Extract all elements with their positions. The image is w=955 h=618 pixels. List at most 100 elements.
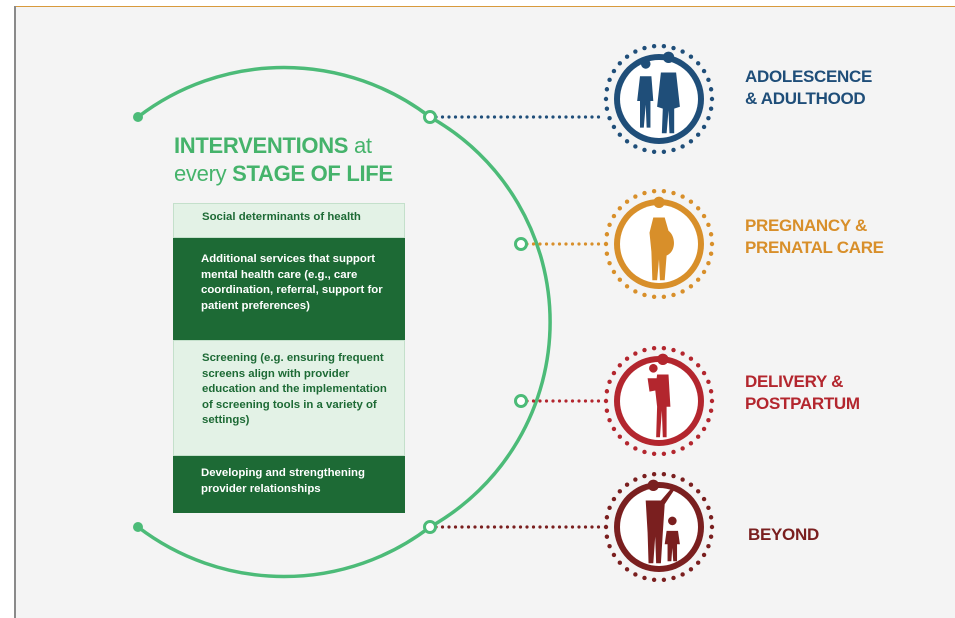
medallion-dot (604, 408, 610, 413)
medallion-dot (607, 260, 612, 266)
medallion-dot (624, 482, 630, 487)
medallion-dot (695, 61, 701, 66)
medallion-dot (708, 515, 714, 520)
intervention-item: Social determinants of health (173, 203, 405, 238)
medallion-dot (603, 241, 609, 247)
medallion-dot (708, 87, 714, 92)
medallion-dot (651, 149, 657, 154)
stage-label-beyond: BEYOND (748, 524, 819, 546)
medallion-dot (671, 45, 676, 51)
medallion-dot (604, 534, 610, 539)
stage-label-pregnancy: PREGNANCY & PRENATAL CARE (745, 215, 884, 259)
medallion-dot (680, 194, 685, 199)
medallion-dot (624, 567, 630, 572)
medallion-dot (604, 389, 610, 394)
page-title: INTERVENTIONS at every STAGE OF LIFE (174, 132, 414, 188)
medallion-dot (688, 356, 694, 361)
intervention-item: Developing and strengthening provider re… (173, 456, 405, 513)
medallion-dot (701, 269, 707, 275)
panel-background (16, 7, 955, 618)
medallion-dot (661, 44, 667, 49)
medallion-dot (701, 496, 707, 502)
stage-medallion (603, 44, 715, 154)
medallion-dot (642, 190, 647, 196)
interventions-list: Social determinants of health Additional… (173, 203, 405, 513)
medallion-dot (611, 496, 617, 502)
medallion-dot (706, 77, 711, 83)
stage-label-line: DELIVERY & (745, 372, 844, 391)
medallion-dot (651, 44, 657, 49)
medallion-dot (642, 147, 647, 153)
medallion-dot (680, 144, 685, 149)
medallion-dot (706, 260, 711, 266)
medallion-dot (651, 577, 657, 582)
medallion-dot (709, 241, 715, 247)
intervention-text: Developing and strengthening provider re… (201, 467, 365, 495)
medallion-dot (671, 575, 676, 581)
medallion-dot (633, 446, 638, 451)
stage-medallion (603, 472, 715, 582)
medallion-dot (680, 289, 685, 294)
medallion-dot (671, 347, 676, 353)
medallion-dot (611, 269, 617, 275)
medallion-dot (695, 489, 701, 494)
medallion-dot (617, 206, 623, 211)
medallion-dot (633, 477, 638, 482)
medallion-dot (671, 190, 676, 196)
medallion-dot (617, 132, 623, 137)
arc-end-dot (133, 522, 143, 532)
medallion-dot (611, 370, 617, 376)
medallion-dot (633, 194, 638, 199)
intervention-text: Screening (e.g. ensuring frequent screen… (202, 352, 387, 426)
medallion-dot (624, 54, 630, 59)
medallion-dot (611, 552, 617, 558)
medallion-dot (709, 398, 715, 404)
medallion-dot (603, 398, 609, 404)
medallion-dot (651, 472, 657, 477)
medallion-dot (706, 222, 711, 228)
medallion-dot (680, 351, 685, 356)
medallion-dot (651, 189, 657, 194)
medallion-dot (708, 251, 714, 256)
medallion-dot (701, 68, 707, 74)
medallion-dot (611, 124, 617, 130)
medallion-dot (617, 277, 623, 282)
medallion-dot (671, 147, 676, 153)
top-border (14, 6, 955, 7)
medallion-dot (688, 54, 694, 59)
medallion-dot (607, 379, 612, 385)
medallion-dot (695, 206, 701, 211)
title-stage-of-life: STAGE OF LIFE (232, 161, 393, 186)
medallion-dot (709, 96, 715, 102)
medallion-dot (688, 284, 694, 289)
medallion-dot (604, 515, 610, 520)
medallion-dot (671, 473, 676, 479)
medallion-dot (633, 144, 638, 149)
stage-medallion (603, 189, 715, 299)
mother-holding-baby-icon (647, 353, 671, 438)
medallion-dot (617, 434, 623, 439)
stage-medallion (603, 346, 715, 456)
medallion-dot (633, 351, 638, 356)
adolescent-and-adult-figures-icon (637, 51, 680, 134)
medallion-dot (695, 132, 701, 137)
medallion-dot (688, 567, 694, 572)
medallion-dot (701, 213, 707, 219)
medallion-dot (617, 61, 623, 66)
medallion-dot (607, 543, 612, 549)
arc-start-dot (133, 112, 143, 122)
arc-anchor-ring (514, 237, 528, 251)
medallion-dot (642, 575, 647, 581)
arc-anchor-ring (423, 110, 437, 124)
title-interventions: INTERVENTIONS (174, 133, 349, 158)
medallion-dot (695, 363, 701, 368)
stage-label-line: BEYOND (748, 525, 819, 544)
left-border (14, 6, 16, 618)
medallion-dot (688, 139, 694, 144)
medallion-dot (604, 251, 610, 256)
stage-label-line: POSTPARTUM (745, 394, 860, 413)
medallion-dot (706, 379, 711, 385)
medallion-dot (603, 96, 609, 102)
medallion-dot (708, 389, 714, 394)
medallion-dot (633, 49, 638, 54)
